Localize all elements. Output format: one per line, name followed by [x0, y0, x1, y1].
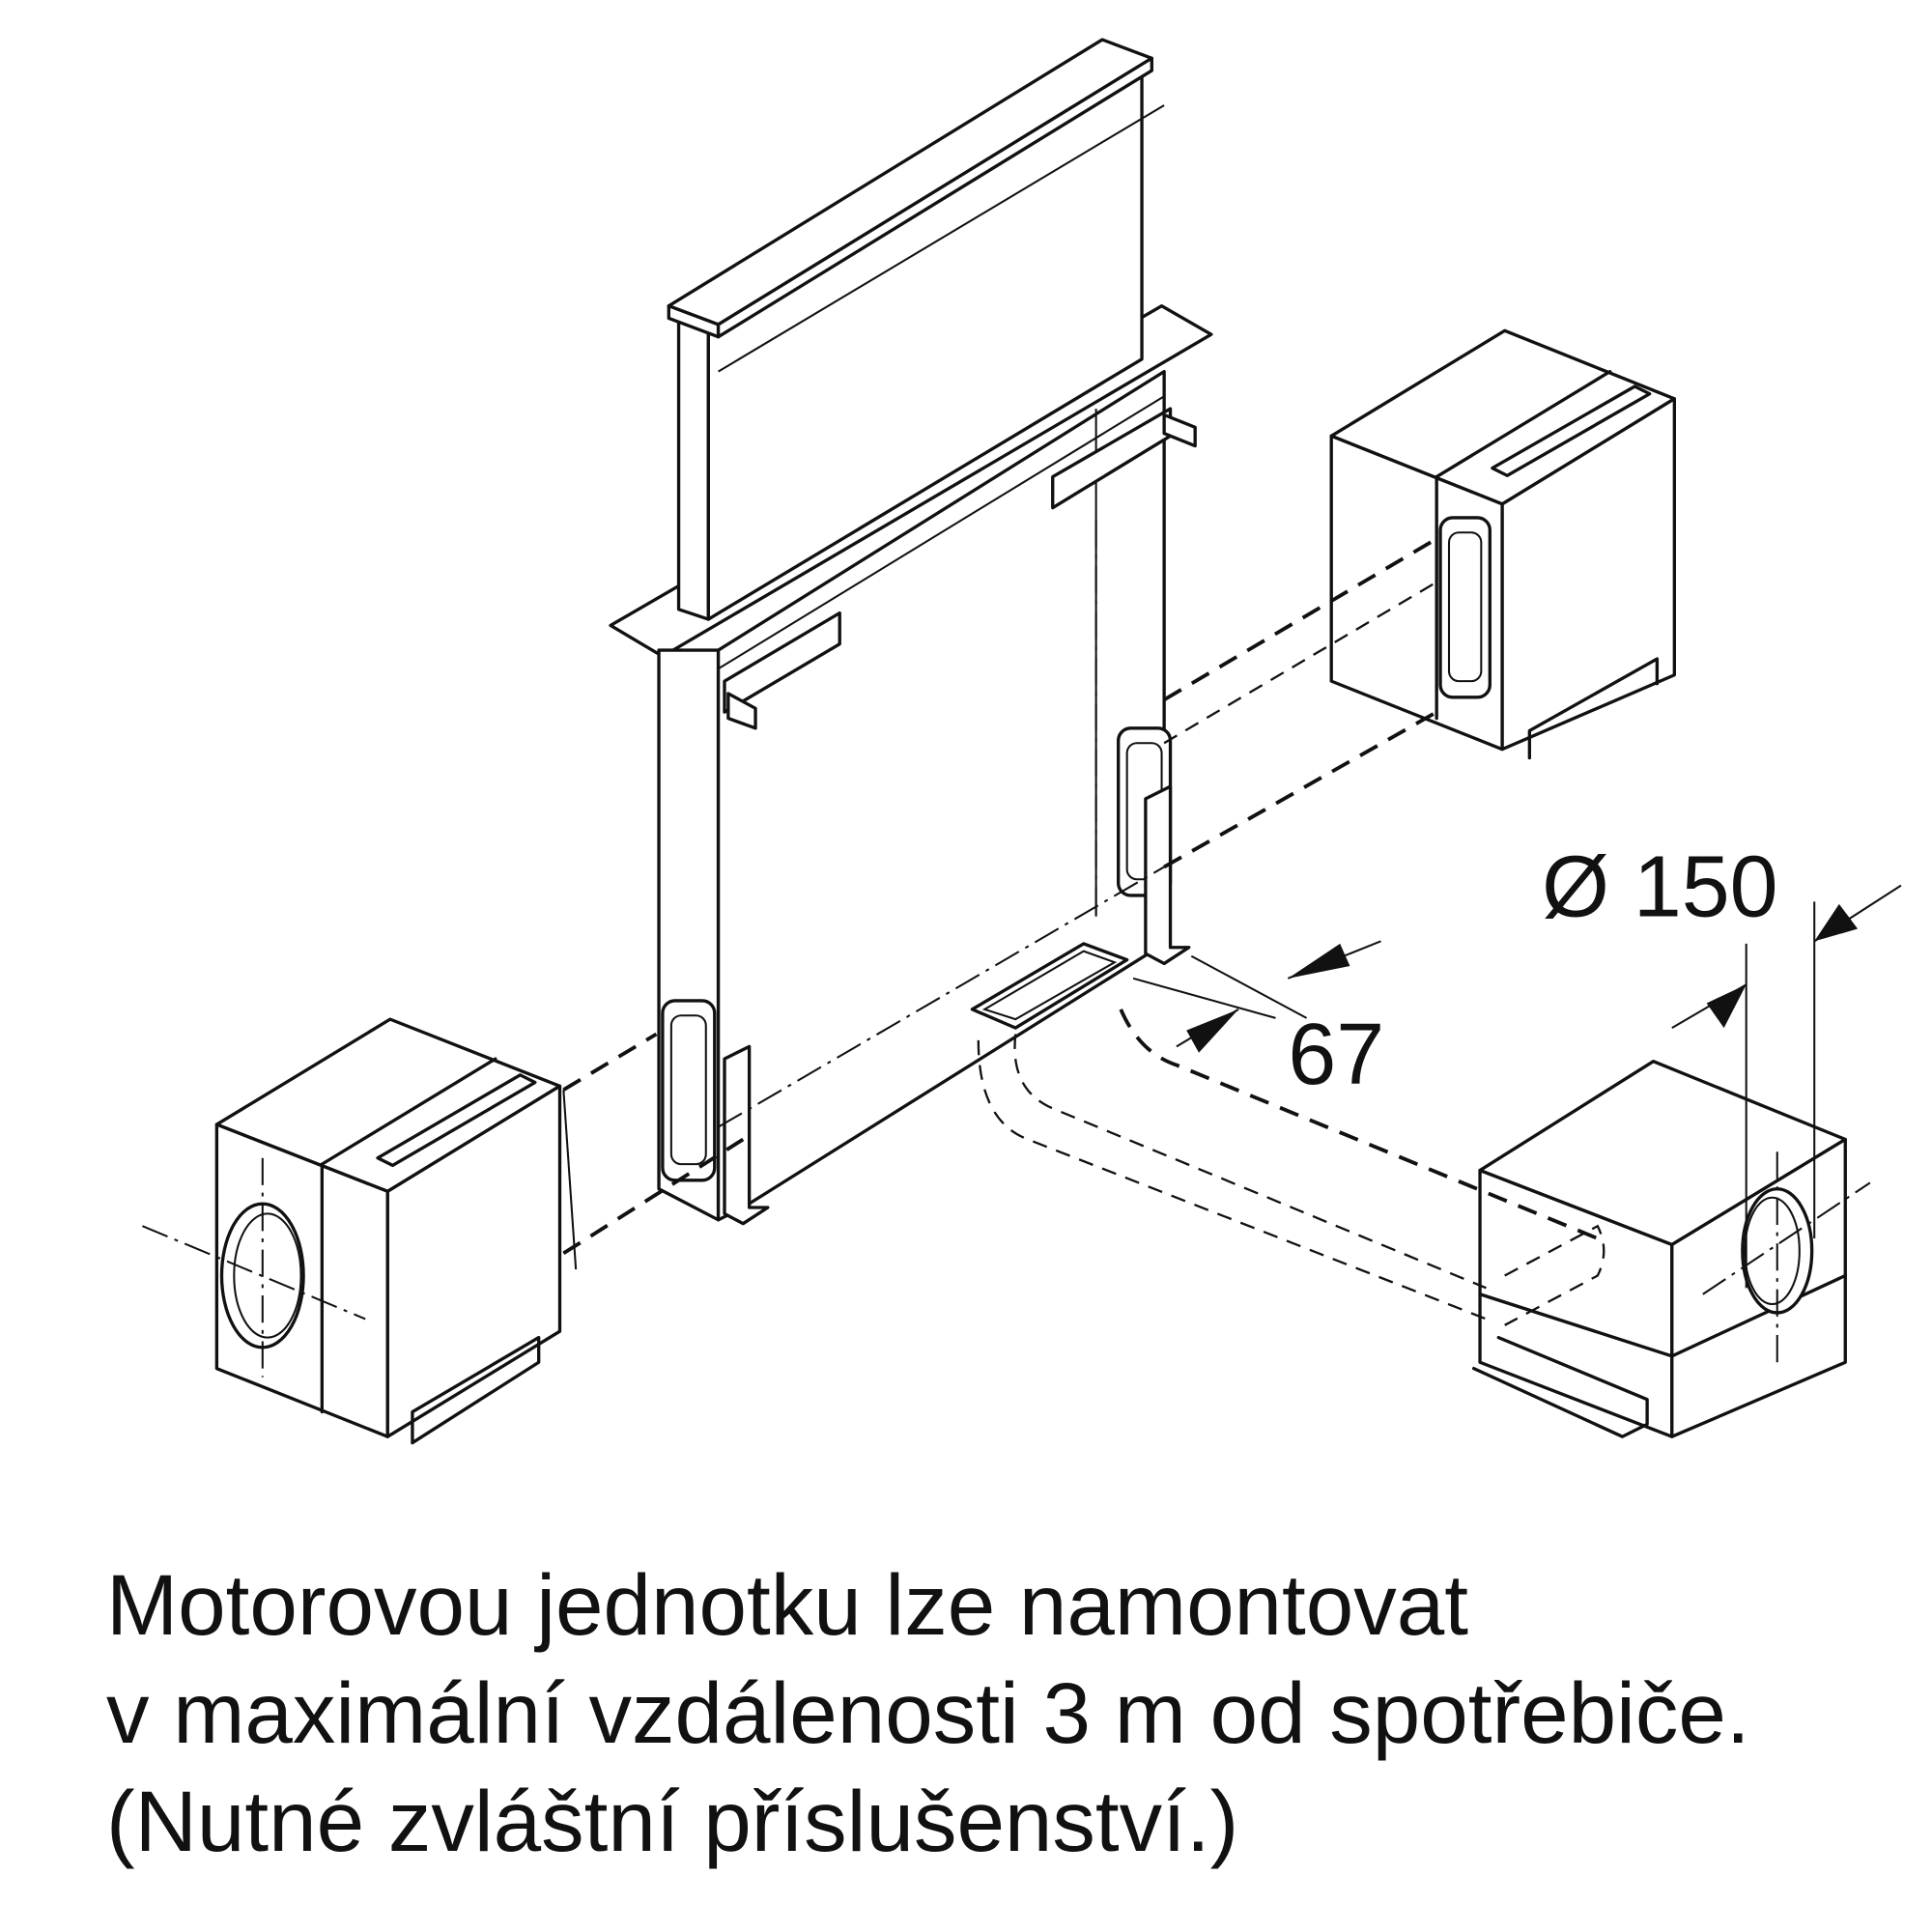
caption-line-2: v maximální vzdálenosti 3 m od spotřebič…: [106, 1664, 1750, 1761]
caption-line-3: (Nutné zvláštní příslušenství.): [106, 1773, 1239, 1869]
hood-panel-side: [676, 318, 710, 621]
motor-unit-right-top: [1329, 328, 1677, 760]
caption: Motorovou jednotku lze namontovat v maxi…: [106, 1550, 1750, 1875]
duct-connections: [562, 537, 1599, 1321]
motor-unit-right-bottom: [1471, 1060, 1871, 1438]
downdraft-hood: [609, 38, 1213, 1226]
dimension-diameter: Ø 150: [1542, 839, 1902, 1289]
dimension-67-label: 67: [1288, 1007, 1384, 1103]
caption-line-1: Motorovou jednotku lze namontovat: [106, 1556, 1469, 1653]
dimension-67: 67: [1132, 940, 1384, 1103]
dimension-diameter-label: Ø 150: [1542, 839, 1777, 936]
motor-unit-left: [142, 1017, 578, 1445]
